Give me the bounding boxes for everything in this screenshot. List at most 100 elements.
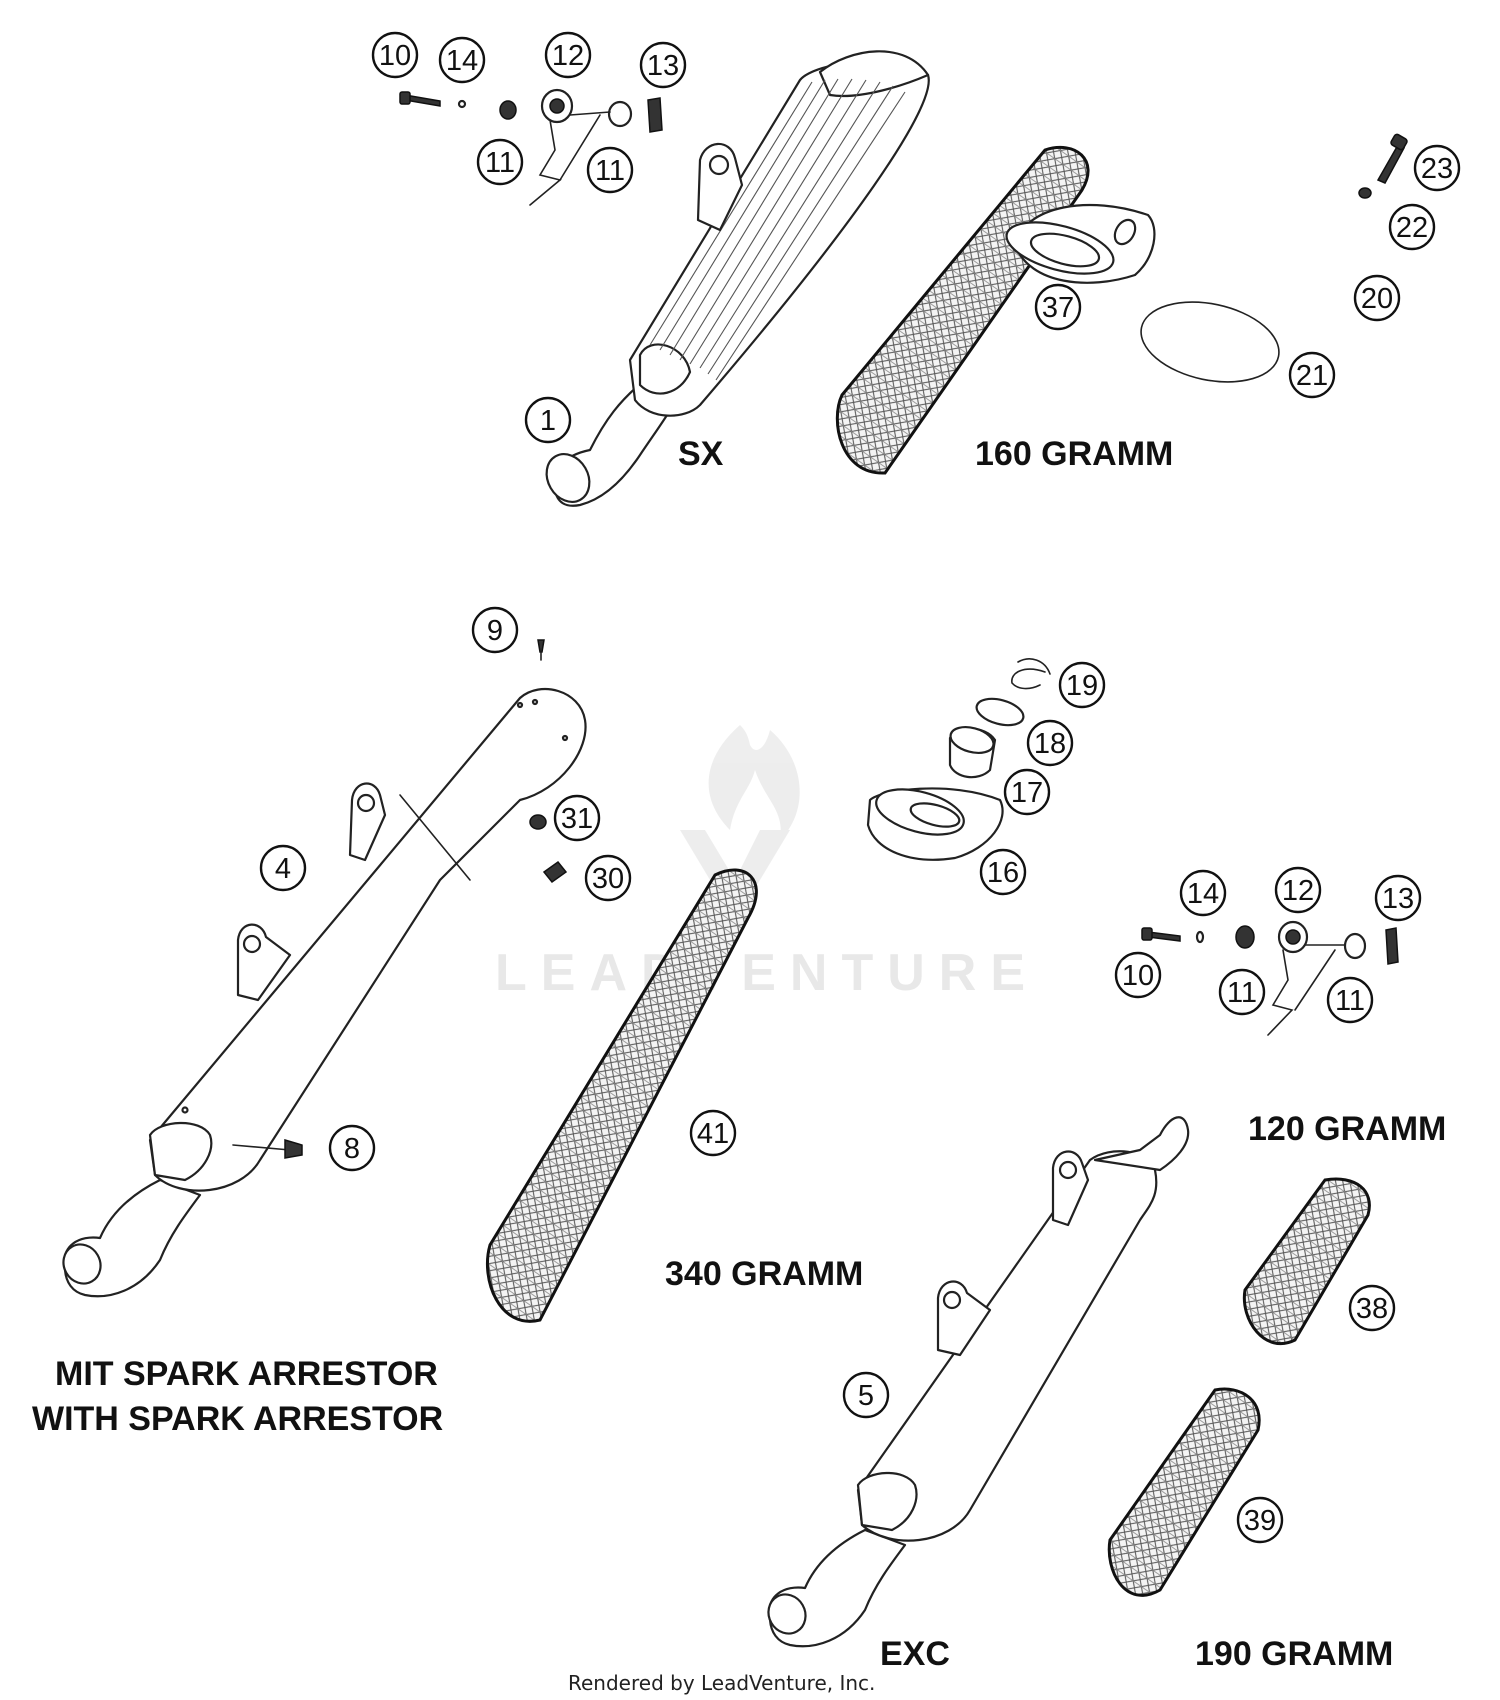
callout-12: 12	[1274, 866, 1322, 914]
callout-number: 31	[561, 803, 593, 835]
callout-circle	[1413, 144, 1461, 192]
callout-circle	[544, 31, 592, 79]
callout-circle	[553, 794, 601, 842]
callout-10: 10	[1114, 951, 1162, 999]
callout-number: 12	[552, 40, 584, 72]
callout-number: 11	[595, 155, 625, 187]
callout-number: 13	[1382, 883, 1414, 915]
label-120-gramm: 120 GRAMM	[1248, 1110, 1446, 1148]
callout-14: 14	[438, 36, 486, 84]
callout-circle	[1003, 768, 1051, 816]
callout-circle	[1348, 1284, 1396, 1332]
callout-21: 21	[1288, 351, 1336, 399]
callout-circle	[842, 1371, 890, 1419]
callout-circle	[1034, 283, 1082, 331]
callout-number: 19	[1066, 670, 1098, 702]
callout-11: 11	[476, 138, 524, 186]
insert-39	[1107, 1387, 1261, 1597]
callout-number: 13	[647, 50, 679, 82]
callout-circle	[1374, 874, 1422, 922]
callout-11: 11	[586, 146, 634, 194]
callout-number: 11	[485, 147, 515, 179]
callout-number: 18	[1034, 728, 1066, 760]
callout-12: 12	[544, 31, 592, 79]
callout-circle	[1114, 951, 1162, 999]
callout-number: 5	[858, 1380, 874, 1412]
callout-circle	[524, 396, 572, 444]
label-exc: EXC	[880, 1635, 950, 1673]
callout-18: 18	[1026, 719, 1074, 767]
label-sx: SX	[678, 435, 724, 473]
callout-circle	[1218, 968, 1266, 1016]
callout-circle	[1058, 661, 1106, 709]
callout-13: 13	[639, 41, 687, 89]
callout-5: 5	[842, 1371, 890, 1419]
label-340-gramm: 340 GRAMM	[665, 1255, 863, 1293]
arrestor-parts	[866, 658, 1051, 861]
callout-9: 9	[471, 606, 519, 654]
callout-38: 38	[1348, 1284, 1396, 1332]
spark-arrestor-silencer	[62, 639, 587, 1298]
callout-13: 13	[1374, 874, 1422, 922]
callout-11: 11	[1326, 976, 1374, 1024]
label-160-gramm: 160 GRAMM	[975, 435, 1173, 473]
callout-22: 22	[1388, 203, 1436, 251]
callout-circle	[438, 36, 486, 84]
callout-circle	[1353, 274, 1401, 322]
callout-4: 4	[259, 844, 307, 892]
callout-number: 10	[1122, 960, 1154, 992]
callout-31: 31	[553, 794, 601, 842]
callout-circle	[1274, 866, 1322, 914]
callout-number: 23	[1421, 153, 1453, 185]
callout-circle	[1179, 869, 1227, 917]
callout-11: 11	[1218, 968, 1266, 1016]
callout-number: 16	[987, 857, 1019, 889]
callout-41: 41	[689, 1109, 737, 1157]
label-mit-spark-arrestor: MIT SPARK ARRESTOR	[55, 1355, 438, 1393]
callout-number: 17	[1011, 777, 1043, 809]
callout-number: 38	[1356, 1293, 1388, 1325]
insert-41	[485, 868, 758, 1323]
callout-circle	[586, 146, 634, 194]
callout-17: 17	[1003, 768, 1051, 816]
callout-number: 11	[1335, 985, 1365, 1017]
callout-number: 1	[540, 405, 556, 437]
callout-number: 11	[1227, 977, 1257, 1009]
callout-number: 30	[592, 863, 624, 895]
callout-number: 20	[1361, 283, 1393, 315]
sx-silencer	[545, 50, 930, 507]
callout-10: 10	[371, 31, 419, 79]
callout-circle	[1026, 719, 1074, 767]
callout-19: 19	[1058, 661, 1106, 709]
callout-39: 39	[1236, 1496, 1284, 1544]
callout-number: 37	[1042, 292, 1074, 324]
callout-number: 12	[1282, 875, 1314, 907]
callout-number: 14	[446, 45, 478, 77]
callout-number: 4	[275, 853, 291, 885]
callout-37: 37	[1034, 283, 1082, 331]
watermark-text: LEADVENTURE	[495, 944, 1039, 1002]
mount-hardware-mid	[1141, 920, 1399, 1036]
callout-circle	[1388, 203, 1436, 251]
callout-number: 41	[697, 1118, 729, 1150]
callout-number: 10	[379, 40, 411, 72]
render-credit: Rendered by LeadVenture, Inc.	[568, 1671, 875, 1695]
callout-circle	[584, 854, 632, 902]
callout-circle	[1326, 976, 1374, 1024]
callout-number: 9	[487, 615, 503, 647]
callout-1: 1	[524, 396, 572, 444]
insert-38	[1242, 1177, 1371, 1346]
callout-circle	[639, 41, 687, 89]
callout-circle	[476, 138, 524, 186]
callout-circle	[1236, 1496, 1284, 1544]
end-cap-parts	[1005, 133, 1408, 383]
callout-circle	[328, 1124, 376, 1172]
callout-number: 8	[344, 1133, 360, 1165]
callout-20: 20	[1353, 274, 1401, 322]
callout-14: 14	[1179, 869, 1227, 917]
label-190-gramm: 190 GRAMM	[1195, 1635, 1393, 1673]
exc-silencer	[767, 1116, 1190, 1648]
watermark: LEADVENTURE	[495, 725, 1039, 1002]
callout-circle	[689, 1109, 737, 1157]
